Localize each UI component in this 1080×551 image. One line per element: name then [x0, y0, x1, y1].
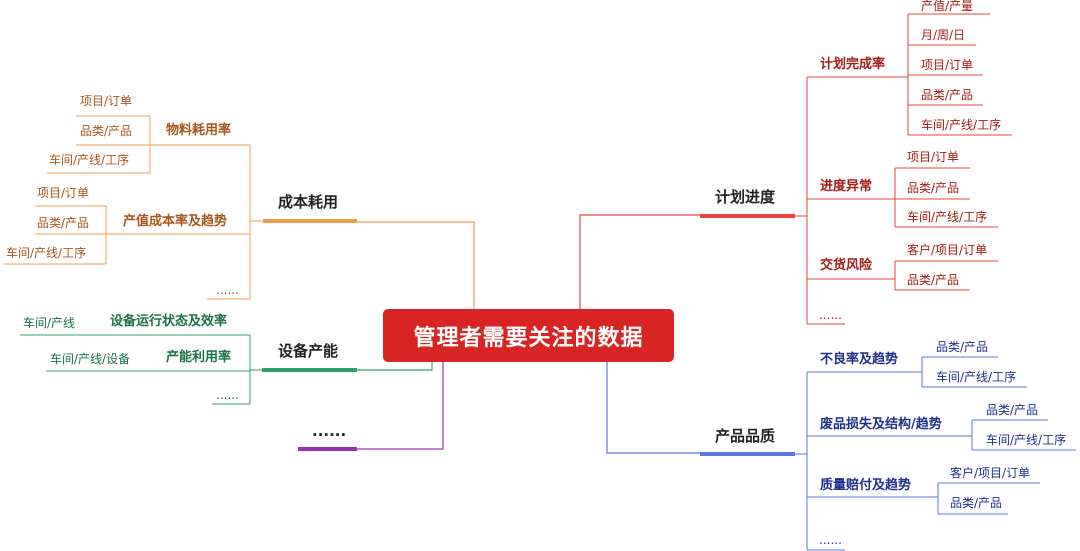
branch-quality[interactable]: 产品品质: [715, 427, 776, 445]
cost-connectors: [4, 115, 263, 300]
branch-plan[interactable]: 计划进度: [715, 188, 776, 206]
topic-progress-abnormal[interactable]: 进度异常: [820, 179, 873, 194]
leaf-completion-period[interactable]: 月/周/日: [921, 28, 966, 42]
link-center-equip: [357, 362, 433, 371]
leaf-completion-output[interactable]: 产值/产量: [921, 0, 974, 13]
topic-delivery-risk[interactable]: 交货风险: [820, 258, 873, 273]
leaf-delivery-category[interactable]: 品类/产品: [907, 273, 960, 287]
leaf-defect-workshop[interactable]: 车间/产线/工序: [936, 370, 1017, 384]
topic-material-usage[interactable]: 物料耗用率: [166, 123, 232, 138]
topic-output-cost[interactable]: 产值成本率及趋势: [123, 214, 228, 229]
topic-plan-completion[interactable]: 计划完成率: [820, 57, 886, 72]
leaf-claim-category[interactable]: 品类/产品: [950, 496, 1003, 510]
leaf-material-category[interactable]: 品类/产品: [80, 124, 133, 138]
branch-equipment[interactable]: 设备产能: [278, 342, 339, 360]
topic-defect-rate[interactable]: 不良率及趋势: [820, 352, 899, 367]
leaf-completion-project[interactable]: 项目/订单: [921, 58, 974, 72]
plan-connectors: [795, 13, 1012, 325]
leaf-defect-category[interactable]: 品类/产品: [936, 340, 989, 354]
topic-quality-claim[interactable]: 质量赔付及趋势: [820, 478, 912, 493]
leaf-outputcost-project[interactable]: 项目/订单: [37, 186, 90, 200]
leaf-abnormal-workshop[interactable]: 车间/产线/工序: [907, 210, 988, 224]
leaf-capacity-workshop[interactable]: 车间/产线/设备: [50, 352, 131, 366]
leaf-scrap-workshop[interactable]: 车间/产线/工序: [986, 433, 1067, 447]
leaf-abnormal-project[interactable]: 项目/订单: [907, 150, 960, 164]
quality-more[interactable]: ......: [819, 533, 842, 547]
leaf-completion-category[interactable]: 品类/产品: [921, 88, 974, 102]
plan-more[interactable]: ......: [819, 308, 842, 322]
leaf-abnormal-category[interactable]: 品类/产品: [907, 181, 960, 195]
cost-more[interactable]: ......: [216, 283, 239, 297]
leaf-material-workshop[interactable]: 车间/产线/工序: [49, 153, 130, 167]
branch-cost[interactable]: 成本耗用: [278, 193, 339, 211]
central-topic[interactable]: 管理者需要关注的数据: [383, 309, 674, 362]
leaf-status-workshop[interactable]: 车间/产线: [23, 316, 76, 330]
topic-equipment-status[interactable]: 设备运行状态及效率: [110, 314, 228, 329]
equip-connectors: [20, 334, 262, 405]
quality-connectors: [795, 356, 1076, 551]
leaf-claim-customer[interactable]: 客户/项目/订单: [950, 466, 1031, 480]
link-center-plan: [579, 214, 700, 309]
leaf-scrap-category[interactable]: 品类/产品: [986, 403, 1039, 417]
branch-other[interactable]: ......: [312, 422, 347, 440]
link-center-quality: [606, 362, 700, 454]
leaf-outputcost-workshop[interactable]: 车间/产线/工序: [6, 246, 87, 260]
leaf-delivery-customer[interactable]: 客户/项目/订单: [907, 243, 988, 257]
equipment-more[interactable]: ......: [216, 388, 239, 402]
topic-scrap-loss[interactable]: 废品损失及结构/趋势: [820, 417, 942, 432]
leaf-outputcost-category[interactable]: 品类/产品: [37, 216, 90, 230]
leaf-completion-workshop[interactable]: 车间/产线/工序: [921, 118, 1002, 132]
topic-capacity-utilization[interactable]: 产能利用率: [166, 350, 232, 365]
leaf-material-project[interactable]: 项目/订单: [80, 94, 133, 108]
link-center-cost: [357, 221, 475, 309]
link-center-other: [357, 362, 444, 450]
